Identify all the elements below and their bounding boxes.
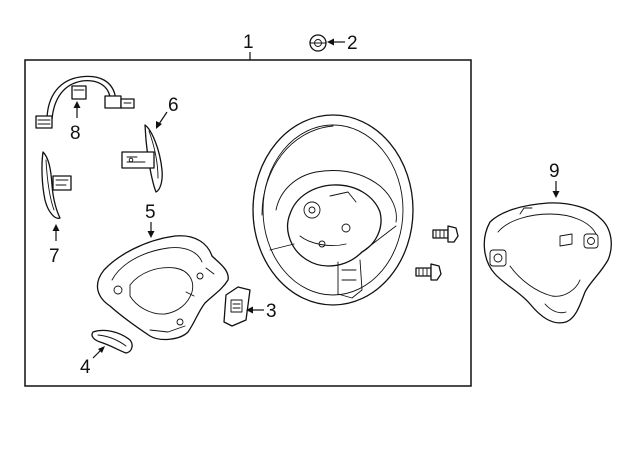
bolt-lower-part <box>415 263 442 281</box>
callout-7-label: 7 <box>49 246 60 267</box>
callout-4[interactable]: 4 <box>80 346 105 378</box>
nut-part <box>309 34 327 52</box>
paddle-shifter-right-part <box>121 124 163 193</box>
callout-2-arrow <box>327 38 334 46</box>
callout-3[interactable]: 3 <box>246 301 277 322</box>
callout-5-arrow <box>147 231 155 238</box>
callout-9-arrow <box>552 191 560 198</box>
callout-7-arrow <box>52 224 60 231</box>
bracket-part <box>91 329 133 354</box>
wire-harness-part <box>35 75 135 129</box>
callout-6-arrow <box>156 121 162 129</box>
callout-7[interactable]: 7 <box>49 224 60 267</box>
steering-wheel-part <box>252 114 414 306</box>
paddle-shifter-left-part <box>41 151 72 219</box>
callout-9-label: 9 <box>549 161 560 182</box>
lower-cover-part <box>96 235 229 341</box>
callout-1-label: 1 <box>243 32 254 53</box>
assembly-frame <box>24 59 472 387</box>
callout-9[interactable]: 9 <box>549 161 560 198</box>
callout-3-arrow <box>246 306 253 314</box>
callout-5-label: 5 <box>145 202 156 223</box>
switch-part <box>223 286 251 327</box>
callout-5[interactable]: 5 <box>145 202 156 238</box>
callout-8-label: 8 <box>70 123 81 144</box>
callout-6[interactable]: 6 <box>156 95 179 129</box>
callout-6-label: 6 <box>168 95 179 116</box>
callout-1[interactable]: 1 <box>243 32 254 60</box>
callout-2-label: 2 <box>347 33 358 54</box>
bolt-upper-part <box>432 225 459 243</box>
callout-8[interactable]: 8 <box>70 101 81 144</box>
callout-4-arrow <box>98 346 105 353</box>
callout-4-label: 4 <box>80 357 91 378</box>
callout-2[interactable]: 2 <box>327 33 358 54</box>
callout-3-label: 3 <box>266 301 277 322</box>
bezel-with-switches-part <box>483 202 612 324</box>
callout-4-leader <box>92 349 102 359</box>
callout-6-leader <box>158 111 168 125</box>
callout-8-arrow <box>73 101 81 108</box>
